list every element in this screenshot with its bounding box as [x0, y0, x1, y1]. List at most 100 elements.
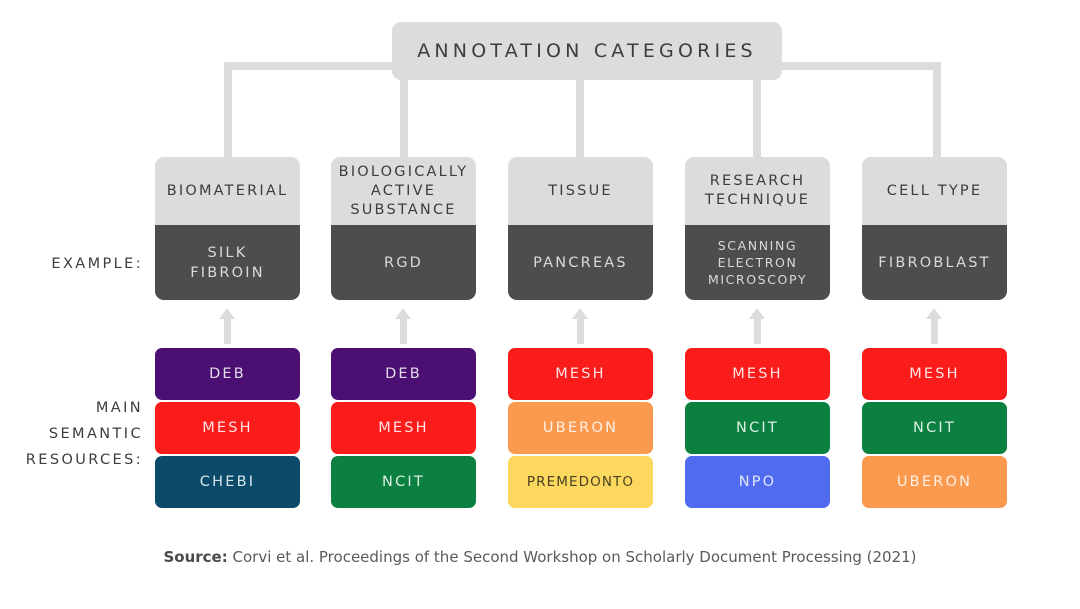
category-box-biomaterial[interactable]: BIOMATERIAL — [155, 157, 300, 225]
example-label: RGD — [384, 253, 423, 273]
resource-box-premedonto[interactable]: PREMEDONTO — [508, 456, 653, 508]
resource-label: NCIT — [913, 420, 956, 436]
connector-col4-vertical — [753, 76, 761, 162]
arrow-head-icon — [395, 308, 411, 319]
arrow-head-icon — [572, 308, 588, 319]
resource-box-mesh[interactable]: MESH — [331, 402, 476, 454]
up-arrow-research-technique — [685, 306, 830, 344]
resource-box-mesh[interactable]: MESH — [685, 348, 830, 400]
resource-stack-biomaterial: DEB MESH CHEBI — [155, 348, 300, 510]
example-label: FIBROBLAST — [878, 253, 990, 273]
resource-box-uberon[interactable]: UBERON — [862, 456, 1007, 508]
resource-box-mesh[interactable]: MESH — [155, 402, 300, 454]
resource-label: NCIT — [736, 420, 779, 436]
column-cell-type: CELL TYPE FIBROBLAST — [862, 157, 1007, 300]
source-prefix: Source: — [163, 548, 228, 566]
resource-label: NCIT — [382, 474, 425, 490]
resource-box-ncit[interactable]: NCIT — [331, 456, 476, 508]
arrow-head-icon — [219, 308, 235, 319]
resource-label: MESH — [555, 366, 606, 382]
arrow-shaft — [754, 318, 761, 344]
category-label: BIOMATERIAL — [167, 182, 289, 201]
category-label-line: BIOMATERIAL — [166, 182, 289, 199]
connector-col3-vertical — [576, 76, 584, 162]
example-label-line: FIBROBLAST — [878, 254, 991, 271]
category-label: CELL TYPE — [887, 182, 982, 201]
resource-box-ncit[interactable]: NCIT — [685, 402, 830, 454]
resource-label: DEB — [385, 366, 422, 382]
arrow-shaft — [577, 318, 584, 344]
resource-stack-research-technique: MESH NCIT NPO — [685, 348, 830, 510]
resource-label: PREMEDONTO — [526, 474, 635, 490]
arrow-head-icon — [749, 308, 765, 319]
category-label-line: SUBSTANCE — [350, 201, 457, 218]
row-label-main-semantic-resources: MAIN SEMANTIC RESOURCES: — [0, 395, 143, 473]
category-box-research-technique[interactable]: RESEARCH TECHNIQUE — [685, 157, 830, 225]
example-box-biomaterial[interactable]: SILK FIBROIN — [155, 225, 300, 300]
example-box-tissue[interactable]: PANCREAS — [508, 225, 653, 300]
resource-label: MESH — [732, 366, 783, 382]
resource-box-ncit[interactable]: NCIT — [862, 402, 1007, 454]
example-label-line: ELECTRON — [717, 255, 798, 270]
arrow-shaft — [400, 318, 407, 344]
resource-stack-biologically-active-substance: DEB MESH NCIT — [331, 348, 476, 510]
row-label-resources-line-1: MAIN — [95, 400, 143, 416]
resource-stack-tissue: MESH UBERON PREMEDONTO — [508, 348, 653, 510]
arrow-head-icon — [926, 308, 942, 319]
category-box-cell-type[interactable]: CELL TYPE — [862, 157, 1007, 225]
category-label-line: TISSUE — [548, 182, 613, 199]
up-arrow-biologically-active-substance — [331, 306, 476, 344]
resource-label: UBERON — [896, 474, 973, 490]
example-label-line: FIBROIN — [190, 264, 265, 281]
resource-label: DEB — [209, 366, 246, 382]
example-label-line: PANCREAS — [533, 254, 628, 271]
arrow-shaft — [931, 318, 938, 344]
resource-label: MESH — [909, 366, 960, 382]
up-arrow-cell-type — [862, 306, 1007, 344]
resource-box-mesh[interactable]: MESH — [508, 348, 653, 400]
resource-box-chebi[interactable]: CHEBI — [155, 456, 300, 508]
example-label-line: RGD — [383, 254, 424, 271]
resource-label: CHEBI — [199, 474, 256, 490]
column-tissue: TISSUE PANCREAS — [508, 157, 653, 300]
resource-label: MESH — [202, 420, 253, 436]
category-box-tissue[interactable]: TISSUE — [508, 157, 653, 225]
resource-box-deb[interactable]: DEB — [331, 348, 476, 400]
source-caption: Source: Corvi et al. Proceedings of the … — [0, 548, 1080, 566]
category-label: RESEARCH TECHNIQUE — [705, 172, 810, 210]
example-label-line: SILK — [207, 244, 248, 261]
resource-label: UBERON — [542, 420, 619, 436]
row-label-resources-line-2: SEMANTIC — [48, 426, 143, 442]
category-label-line: RESEARCH — [709, 173, 806, 189]
connector-right-vertical — [933, 62, 941, 162]
category-label: TISSUE — [548, 182, 613, 201]
resource-box-deb[interactable]: DEB — [155, 348, 300, 400]
resource-box-mesh[interactable]: MESH — [862, 348, 1007, 400]
row-label-example: EXAMPLE: — [0, 251, 143, 277]
resource-box-uberon[interactable]: UBERON — [508, 402, 653, 454]
example-box-cell-type[interactable]: FIBROBLAST — [862, 225, 1007, 300]
resource-label: NPO — [738, 474, 777, 490]
arrow-shaft — [224, 318, 231, 344]
example-box-biologically-active-substance[interactable]: RGD — [331, 225, 476, 300]
connector-right-horizontal — [778, 62, 941, 70]
resource-stack-cell-type: MESH NCIT UBERON — [862, 348, 1007, 510]
row-label-example-text: EXAMPLE: — [51, 256, 143, 272]
connector-left-vertical — [224, 62, 232, 162]
connector-left-horizontal — [224, 62, 396, 70]
example-label-line: MICROSCOPY — [707, 272, 808, 287]
root-node-annotation-categories[interactable]: ANNOTATION CATEGORIES — [392, 22, 782, 80]
resource-box-npo[interactable]: NPO — [685, 456, 830, 508]
row-label-resources-line-3: RESOURCES: — [25, 452, 143, 468]
up-arrow-tissue — [508, 306, 653, 344]
category-label-line: TECHNIQUE — [704, 192, 811, 208]
connector-col2-vertical — [400, 76, 408, 162]
column-biomaterial: BIOMATERIAL SILK FIBROIN — [155, 157, 300, 300]
